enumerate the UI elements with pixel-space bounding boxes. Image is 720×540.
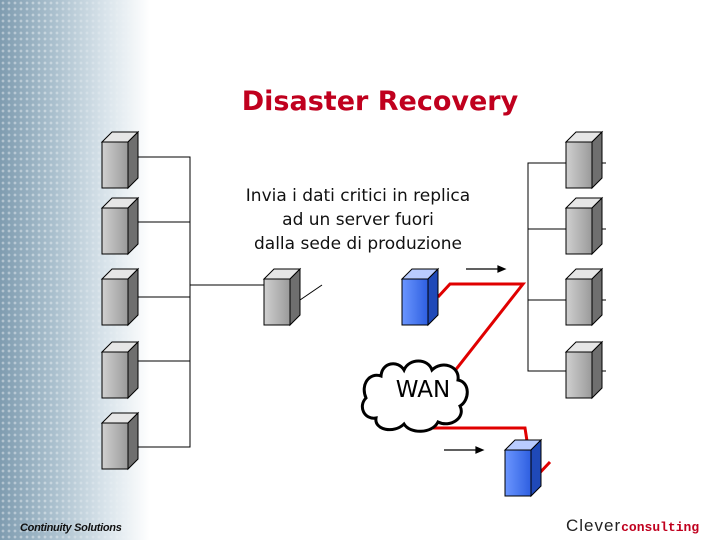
caption-line-1: Invia i dati critici in replica: [245, 186, 471, 206]
diagram-caption: Invia i dati critici in replica ad un se…: [228, 184, 488, 256]
caption-line-3: dalla sede di produzione: [253, 234, 463, 254]
server-left-2: [100, 196, 140, 256]
server-replica-source: [400, 267, 440, 327]
server-left-3: [100, 267, 140, 327]
server-left-5: [100, 411, 140, 471]
slide-title: Disaster Recovery: [241, 86, 519, 117]
cloud-icon: [360, 359, 469, 433]
server-right-1: [564, 130, 604, 190]
logo-text-clever: Clever: [566, 516, 622, 535]
server-left-4: [100, 340, 140, 400]
caption-line-2: ad un server fuori: [282, 210, 434, 230]
arrow-icon: [466, 265, 507, 273]
local-link: [299, 284, 323, 301]
server-remote-replica: [503, 438, 543, 498]
logo-text-consulting: consulting: [621, 520, 700, 535]
server-left-1: [100, 130, 140, 190]
footer-brand-text: Continuity Solutions: [20, 522, 122, 534]
arrow-icon: [444, 446, 485, 454]
server-local: [262, 267, 302, 327]
server-right-3: [564, 267, 604, 327]
company-logo: Cleverconsulting: [566, 516, 701, 536]
right-network-bus: [527, 162, 606, 372]
wan-label: WAN: [395, 377, 451, 403]
server-right-4: [564, 340, 604, 400]
server-right-2: [564, 196, 604, 256]
